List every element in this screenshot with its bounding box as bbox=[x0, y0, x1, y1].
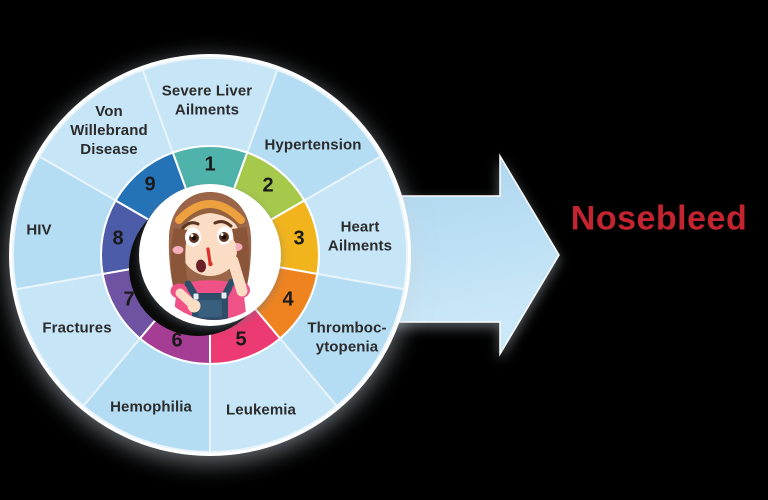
child-nosebleed-illustration bbox=[168, 192, 252, 320]
thumb bbox=[228, 240, 236, 250]
label-heart-ailments: Heart Ailments bbox=[327, 218, 393, 254]
fist-left bbox=[187, 299, 201, 313]
label-von-willebrand-disease: Von Willebrand Disease bbox=[70, 102, 148, 158]
eye-highlight-right bbox=[220, 233, 224, 236]
segment-number-5: 5 bbox=[235, 328, 247, 351]
bangs-left bbox=[180, 205, 210, 230]
eyebrow-right bbox=[213, 220, 233, 228]
segment-number-2: 2 bbox=[262, 174, 274, 197]
eyebrow-left bbox=[181, 221, 200, 230]
label-thrombocytopenia: Thromboc- ytopenia bbox=[307, 319, 387, 355]
blush-left bbox=[172, 246, 184, 254]
segment-number-6: 6 bbox=[171, 329, 183, 352]
blood-drop bbox=[208, 261, 213, 267]
label-hemophilia: Hemophilia bbox=[110, 398, 192, 416]
segment-number-8: 8 bbox=[112, 227, 124, 250]
label-hypertension: Hypertension bbox=[264, 136, 362, 154]
overall-pocket bbox=[198, 300, 222, 317]
segment-number-1: 1 bbox=[204, 153, 216, 176]
label-leukemia: Leukemia bbox=[226, 401, 296, 419]
headband bbox=[175, 200, 245, 224]
strap-clasp-right bbox=[221, 292, 227, 299]
segment-number-3: 3 bbox=[293, 227, 305, 250]
mouth-open bbox=[195, 259, 207, 273]
bangs-right bbox=[210, 205, 240, 229]
segment-number-4: 4 bbox=[282, 288, 294, 311]
pupil-left bbox=[191, 235, 197, 241]
strap-clasp-left bbox=[193, 293, 199, 300]
label-fractures: Fractures bbox=[42, 319, 112, 337]
label-hiv: HIV bbox=[26, 221, 52, 239]
forearm-right bbox=[227, 255, 248, 297]
pupil-right bbox=[221, 234, 227, 240]
label-severe-liver-ailments: Severe Liver Ailments bbox=[161, 82, 253, 118]
segment-number-7: 7 bbox=[123, 288, 135, 311]
eye-highlight-left bbox=[190, 234, 194, 237]
nosebleed-title: Nosebleed bbox=[570, 199, 748, 238]
segment-number-9: 9 bbox=[144, 173, 156, 196]
finger-at-nose bbox=[211, 245, 222, 254]
blood-drip bbox=[206, 247, 212, 265]
